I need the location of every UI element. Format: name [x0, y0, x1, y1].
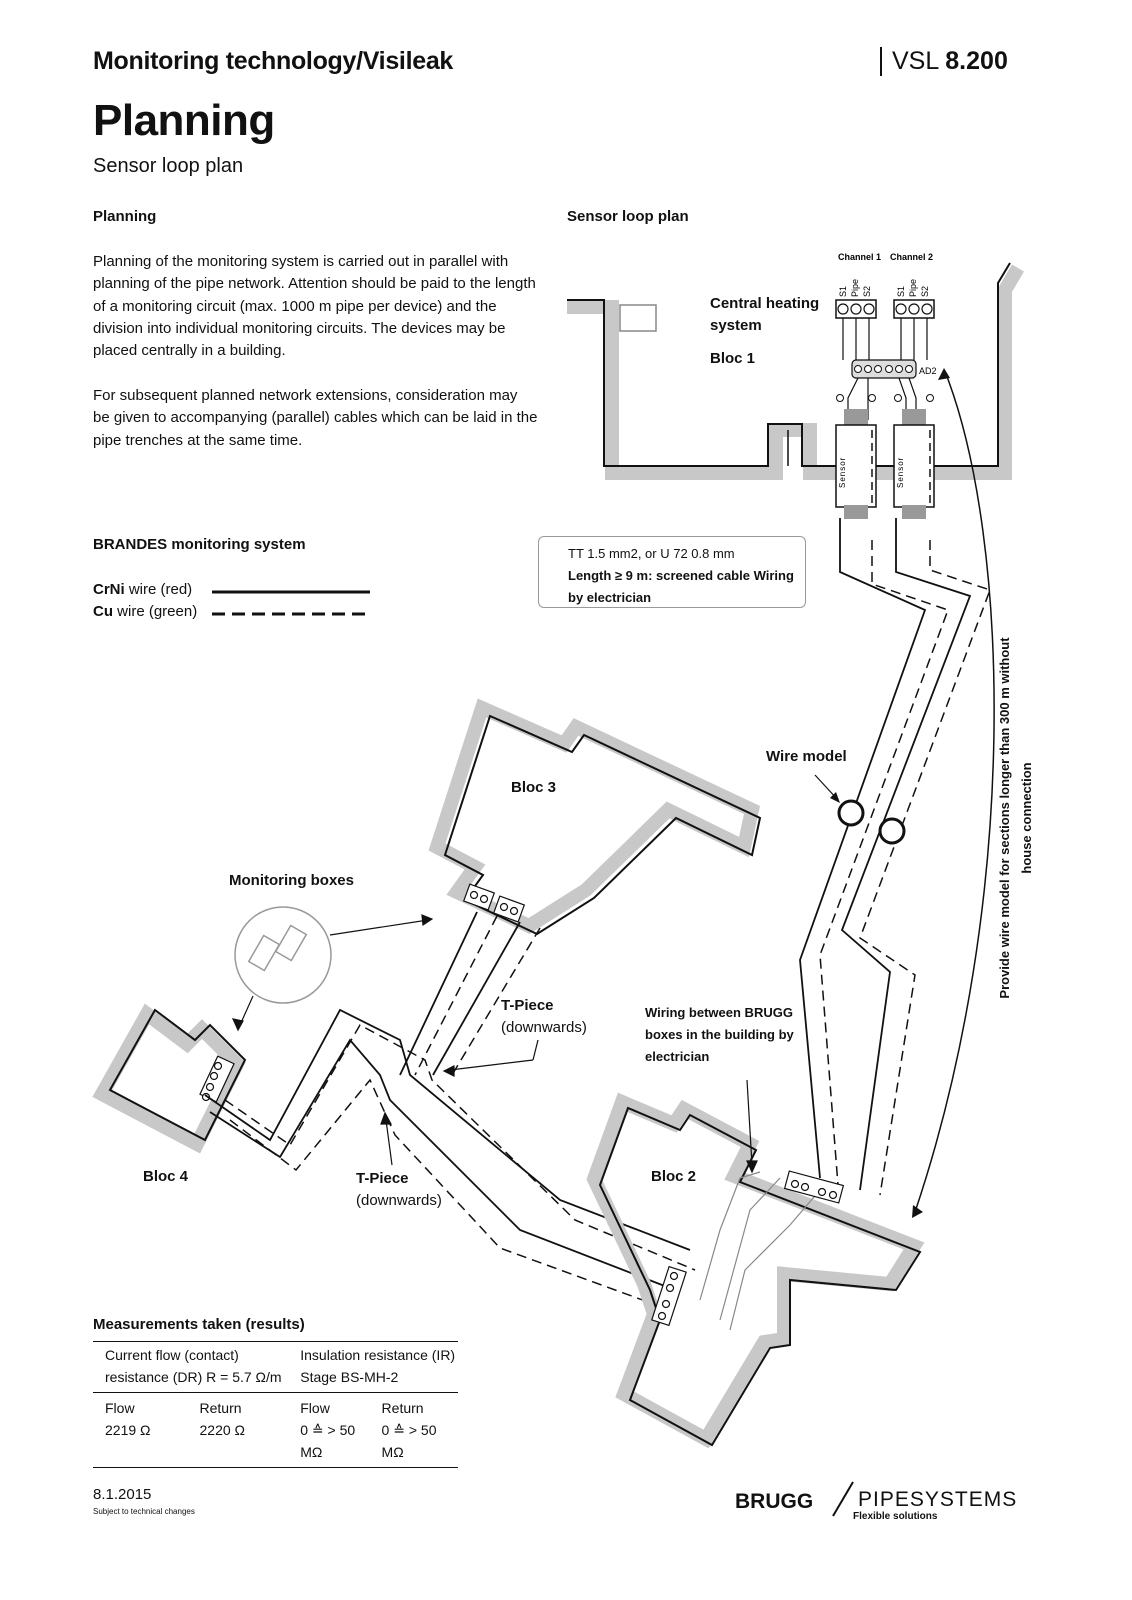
- legend-crni: CrNi wire (red): [93, 581, 192, 598]
- wire-model-circle-1: [837, 799, 865, 827]
- bloc3-label: Bloc 3: [511, 779, 557, 796]
- footer-date: 8.1.2015: [93, 1486, 152, 1503]
- callout-line2: Length ≥ 9 m: screened cable Wiring by e…: [568, 568, 794, 605]
- col-flow-ir: Flow: [300, 1400, 330, 1416]
- legend-cu-text: wire (green): [113, 603, 198, 620]
- dr-header: Current flow (contact) resistance (DR) R…: [105, 1347, 282, 1385]
- ch1-s2: S2: [862, 286, 872, 297]
- wiring-between-label: Wiring between BRUGG boxes in the buildi…: [645, 1005, 794, 1064]
- ad2-label: AD2: [919, 366, 937, 376]
- col-return-ir: Return: [381, 1400, 424, 1416]
- ch2-s2: S2: [920, 286, 930, 297]
- logo-tagline: Flexible solutions: [853, 1511, 938, 1522]
- tpiece-lower-title: T-Piece: [356, 1170, 409, 1187]
- sensor-label-2: Sensor: [896, 457, 905, 488]
- brandes-heading: BRANDES monitoring system: [93, 536, 306, 553]
- sensor-boxes: Sensor Sensor: [835, 409, 935, 519]
- tpiece-upper-label: T-Piece (downwards): [501, 995, 587, 1039]
- wire-model-circle-2: [878, 817, 906, 845]
- ch1-s1: S1: [838, 286, 848, 297]
- col-return-dr: Return: [199, 1400, 242, 1416]
- bloc4-outline: [92, 1003, 247, 1154]
- val-return-dr: 2220 Ω: [199, 1422, 246, 1438]
- bloc2-label: Bloc 2: [651, 1168, 697, 1185]
- terminal-blocks: Channel 1 Channel 2 S1 Pipe S2 S1 Pipe S…: [835, 252, 937, 420]
- planning-paragraph-1: Planning of the monitoring system is car…: [93, 253, 536, 360]
- curved-arrow: [914, 373, 995, 1213]
- logo-brugg-text: BRUGG: [735, 1490, 814, 1513]
- bloc2-outline: [586, 1092, 925, 1449]
- cable-callout: TT 1.5 mm2, or U 72 0.8 mm Length ≥ 9 m:…: [538, 536, 806, 608]
- vertical-note: Provide wire model for sections longer t…: [997, 637, 1034, 999]
- page-subtitle: Sensor loop plan: [93, 155, 244, 177]
- doc-number: VSL 8.200: [880, 47, 1008, 76]
- central-heating-label: Central heating system: [710, 295, 820, 334]
- sensor-label-1: Sensor: [838, 457, 847, 488]
- monitoring-boxes-label: Monitoring boxes: [229, 872, 354, 889]
- monitoring-boxes-magnifier: [234, 906, 332, 1004]
- legend-crni-text: wire (red): [124, 581, 193, 598]
- sensor-loop-heading: Sensor loop plan: [567, 208, 689, 225]
- ch2-s1: S1: [896, 286, 906, 297]
- measurements-table: Current flow (contact) resistance (DR) R…: [93, 1341, 458, 1468]
- callout-line1: TT 1.5 mm2, or U 72 0.8 mm: [568, 546, 735, 561]
- bloc1-label: Bloc 1: [710, 350, 756, 367]
- legend-crni-bold: CrNi: [93, 581, 125, 598]
- legend-cu-bold: Cu: [93, 603, 113, 620]
- logo-pipesystems-text: PIPESYSTEMS: [858, 1488, 1018, 1511]
- page-title: Planning: [93, 96, 275, 145]
- tpiece-upper-sub: (downwards): [501, 1019, 587, 1036]
- bloc3-trench: [399, 911, 541, 1076]
- measurements-heading: Measurements taken (results): [93, 1316, 305, 1333]
- tpiece-lower-label: T-Piece (downwards): [356, 1168, 442, 1212]
- brugg-logo: BRUGG PIPESYSTEMS Flexible solutions: [735, 1480, 1035, 1527]
- doc-prefix: VSL: [892, 47, 939, 75]
- tpiece-lower-sub: (downwards): [356, 1192, 442, 1209]
- legend-cu: Cu wire (green): [93, 603, 197, 620]
- planning-heading: Planning: [93, 208, 157, 225]
- ch2-pipe: Pipe: [908, 279, 918, 297]
- tpiece-upper-title: T-Piece: [501, 997, 554, 1014]
- col-flow-dr: Flow: [105, 1400, 135, 1416]
- bloc3-outline: [428, 698, 762, 936]
- ir-header: Insulation resistance (IR) Stage BS-MH-2: [300, 1347, 456, 1385]
- doc-number-value: 8.200: [945, 47, 1008, 75]
- bloc1-outline: [567, 262, 1025, 480]
- footer-note: Subject to technical changes: [93, 1507, 195, 1516]
- wire-model-label: Wire model: [766, 748, 847, 765]
- ch1-pipe: Pipe: [850, 279, 860, 297]
- header-category: Monitoring technology/Visileak: [93, 47, 454, 75]
- channel1-label: Channel 1: [838, 252, 881, 262]
- bloc4-label: Bloc 4: [143, 1168, 189, 1185]
- val-flow-dr: 2219 Ω: [105, 1422, 151, 1438]
- main-trench: [799, 518, 991, 1196]
- planning-paragraph-2: For subsequent planned network extension…: [93, 387, 538, 449]
- lower-trench: [204, 1008, 696, 1311]
- channel2-label: Channel 2: [890, 252, 933, 262]
- val-return-ir: 0 ≙ > 50 MΩ: [381, 1422, 437, 1460]
- val-flow-ir: 0 ≙ > 50 MΩ: [300, 1422, 356, 1460]
